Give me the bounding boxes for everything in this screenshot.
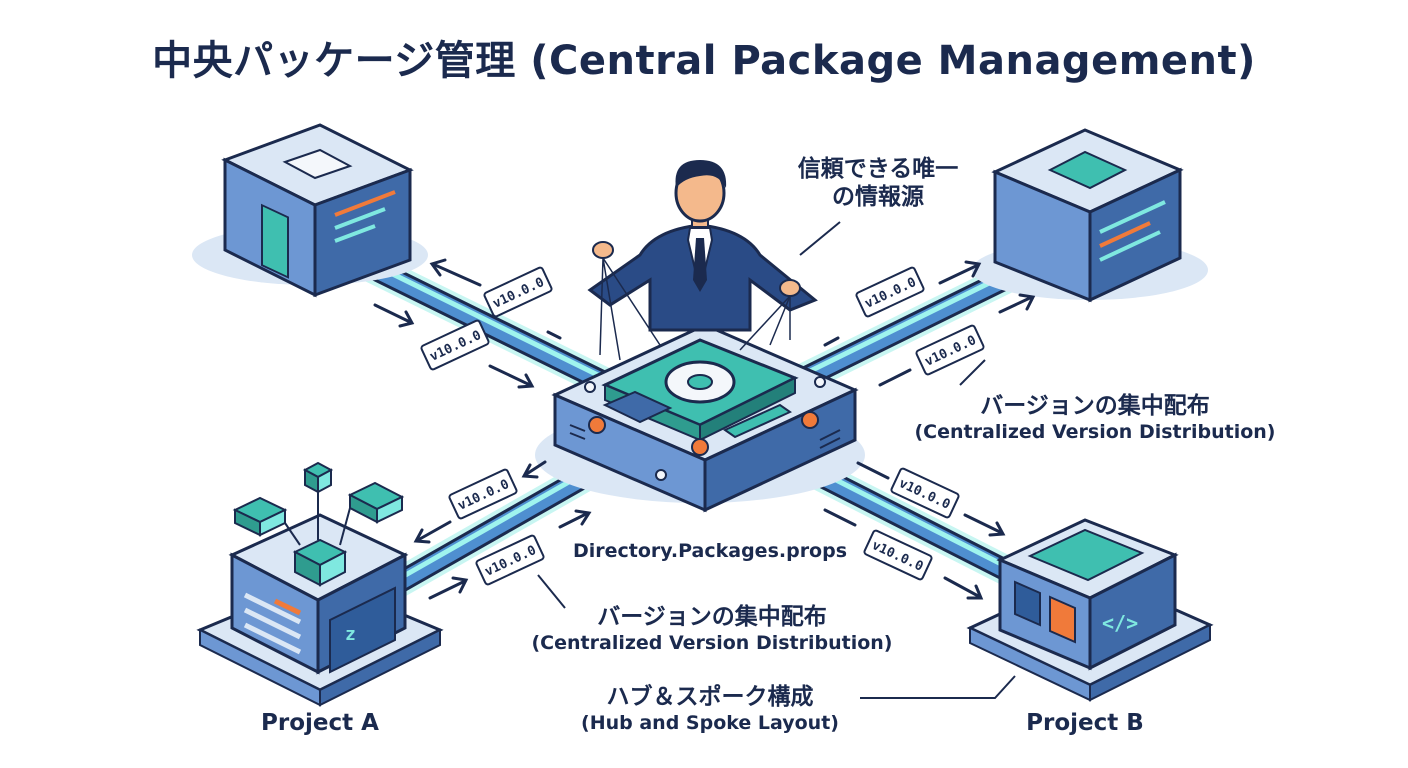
svg-text:z: z: [345, 624, 356, 645]
project-b-label: Project B: [1026, 710, 1144, 736]
flow-arrow: [938, 260, 982, 285]
flow-arrow: [413, 520, 452, 544]
flow-arrows: [373, 258, 1036, 600]
project-a-label: Project A: [261, 710, 379, 736]
server-top-right: [972, 128, 1208, 303]
hub-spoke-label: ハブ＆スポーク構成 (Hub and Spoke Layout): [560, 683, 860, 735]
distribution-bottom-label: バージョンの集中配布 (Centralized Version Distribu…: [512, 603, 912, 655]
page-title: 中央パッケージ管理 (Central Package Management): [152, 38, 1256, 84]
distribution-right-label: バージョンの集中配布 (Centralized Version Distribu…: [895, 392, 1295, 444]
hub-file-label: Directory.Packages.props: [572, 540, 848, 562]
source-of-truth-label: 信頼できる唯一 の情報源: [778, 155, 978, 211]
flow-arrow: [428, 576, 469, 600]
distribution-right-sub: (Centralized Version Distribution): [914, 421, 1276, 443]
distribution-right-main: バージョンの集中配布: [980, 393, 1210, 419]
central-hub: [535, 323, 865, 513]
flow-arrow: [943, 576, 984, 600]
source-of-truth-line2: の情報源: [832, 184, 924, 210]
server-top-left: [192, 123, 428, 298]
project-a-box: z: [196, 461, 444, 707]
svg-text:</>: </>: [1102, 611, 1138, 635]
version-tag: v10.0.0: [915, 324, 985, 376]
version-tag: v10.0.0: [420, 319, 490, 371]
project-b-box: </>: [966, 518, 1214, 702]
hub-spoke-main: ハブ＆スポーク構成: [606, 684, 814, 710]
flow-arrow: [963, 513, 1006, 537]
callout-lines: [537, 221, 1016, 699]
flow-arrow: [823, 508, 857, 527]
flow-arrow: [373, 303, 415, 328]
hub-spoke-sub: (Hub and Spoke Layout): [581, 712, 839, 734]
flow-arrow: [878, 368, 912, 387]
flow-arrow: [546, 330, 562, 340]
flow-arrow: [558, 509, 592, 529]
flow-arrow: [823, 336, 840, 347]
distribution-bottom-sub: (Centralized Version Distribution): [531, 632, 893, 654]
version-tag: v10.0.0: [483, 266, 553, 318]
flow-arrow: [429, 258, 482, 287]
flow-arrow: [856, 461, 890, 480]
distribution-bottom-main: バージョンの集中配布: [597, 604, 827, 630]
flow-arrow: [998, 293, 1036, 314]
source-of-truth-line1: 信頼できる唯一: [797, 156, 959, 182]
pipe-top-left: [345, 247, 625, 400]
flow-arrow: [488, 364, 535, 389]
manager-figure: [587, 160, 818, 361]
flow-arrow: [521, 460, 547, 479]
